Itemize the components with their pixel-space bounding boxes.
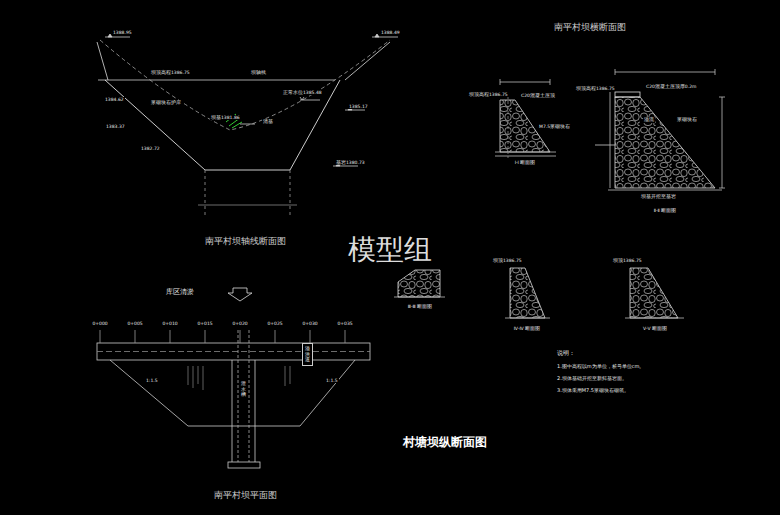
elevation-mark: 坝顶1386.75 — [612, 258, 643, 263]
elevation-mark: 坝基1381.86 — [210, 115, 241, 120]
box-text: 溢洪道 — [305, 345, 310, 364]
station-mark: 0+035 — [336, 321, 353, 326]
section-caption: Ⅱ-Ⅱ 断面图 — [653, 208, 677, 213]
axis-section — [97, 34, 398, 215]
note-label: 坝基开挖至基岩 — [640, 194, 677, 199]
axis-label: 坝轴线 — [250, 70, 267, 75]
elevation-mark: 坝顶高程1386.75 — [468, 92, 509, 97]
material-label: 浆砌块石 — [676, 117, 698, 123]
elevation-mark: 坝顶高程1386.75 — [150, 70, 191, 75]
material-label: C20混凝土压顶 — [520, 93, 556, 98]
station-mark: 0+015 — [196, 321, 213, 326]
material-label: 溢流 — [643, 117, 655, 123]
station-mark: 0+000 — [91, 321, 108, 326]
station-mark: 0+005 — [126, 321, 143, 326]
material-label: M7.5浆砌块石 — [538, 124, 571, 129]
material-label: 浆砌块石护岸 — [150, 100, 182, 105]
elevation-mark: 坝顶1386.75 — [492, 258, 523, 263]
watermark: 模型组 — [347, 234, 433, 266]
section-title: 南平村坝轴线断面图 — [204, 236, 287, 246]
notes-heading: 说明： — [556, 350, 576, 356]
section-title: 南平村坝横断面图 — [553, 22, 627, 32]
station-mark: 0+010 — [161, 321, 178, 326]
plan-view — [97, 288, 370, 468]
channel-label: 泄水槽 — [241, 380, 246, 399]
note-line: 3.坝体采用M7.5浆砌块石砌筑。 — [556, 388, 630, 394]
section-caption: Ⅳ-Ⅳ 断面图 — [513, 326, 541, 331]
note-line: 1.图中高程以m为单位，桩号单位cm。 — [556, 364, 645, 370]
drawing-title: 村塘坝纵断面图 — [402, 436, 488, 450]
note-line: 2.坝体基础开挖至新鲜基岩面。 — [556, 376, 628, 382]
station-mark: 0+020 — [231, 321, 248, 326]
note-label: 清基 — [262, 119, 274, 124]
section-caption: Ⅴ-Ⅴ 断面图 — [642, 326, 668, 331]
spillway-box: 溢洪道 — [302, 343, 313, 366]
elevation-mark: 1383.37 — [105, 124, 126, 129]
section-title: 南平村坝平面图 — [213, 490, 278, 500]
elevation-mark: 坝顶高程1386.75 — [575, 86, 616, 91]
elevation-mark: 1384.62 — [104, 97, 125, 102]
material-label: C20混凝土压顶厚0.2m — [645, 84, 697, 89]
station-mark: 0+025 — [266, 321, 283, 326]
section-caption: Ⅲ-Ⅲ 断面图 — [407, 304, 433, 309]
section-caption: Ⅰ-Ⅰ 断面图 — [514, 160, 537, 165]
station-mark: 0+030 — [301, 321, 318, 326]
cross-sections — [394, 69, 725, 318]
elevation-mark: 1382.72 — [140, 146, 161, 151]
area-label: 库区清淤 — [165, 289, 195, 296]
elevation-mark: 正常水位1385.48 — [282, 90, 323, 95]
elevation-mark: 1385.17 — [348, 104, 369, 109]
elevation-mark: 基岩1380.73 — [335, 160, 366, 165]
elevation-mark: 1388.49 — [380, 30, 401, 35]
elevation-mark: 1388.95 — [112, 30, 133, 35]
slope-ratio: 1:1.5 — [325, 378, 339, 383]
slope-ratio: 1:1.5 — [145, 378, 159, 383]
